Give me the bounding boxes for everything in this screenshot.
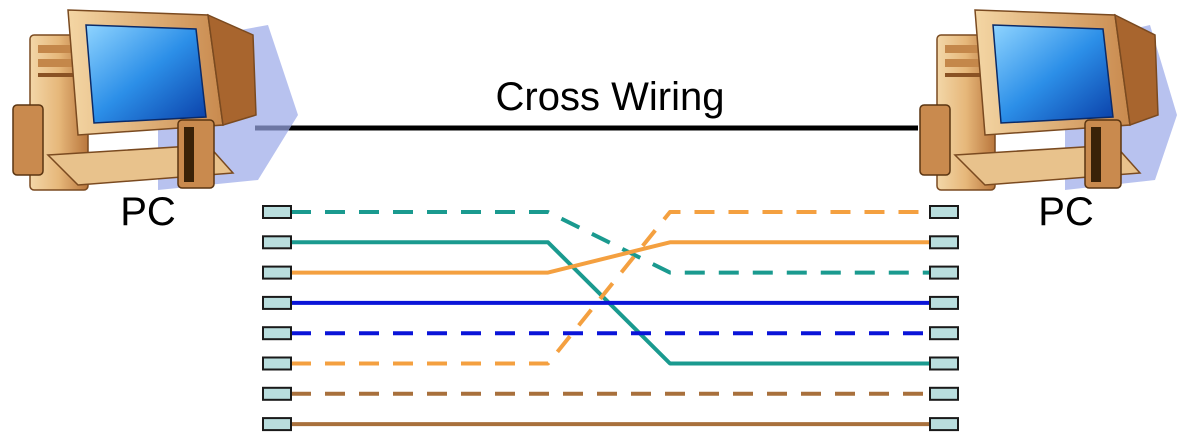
left-pin-3 (262, 265, 292, 280)
wire-orange-dashed (291, 210, 930, 366)
left-pin-2 (262, 235, 292, 250)
left-pin-1 (262, 205, 292, 219)
right-pin-1 (929, 205, 959, 219)
right-pin-8 (929, 417, 959, 432)
wire-group (291, 210, 930, 427)
right-pin-5 (929, 326, 959, 341)
right-pin-6 (929, 356, 959, 371)
diagram-title: Cross Wiring (496, 75, 725, 119)
right-connector-pins (929, 205, 959, 432)
desktop-computer-icon (12, 9, 298, 191)
right-pc-label: PC (1038, 190, 1094, 234)
right-pin-7 (929, 386, 959, 401)
left-pin-4 (262, 295, 292, 310)
wire-teal-dashed (291, 210, 930, 275)
right-pin-2 (929, 235, 959, 250)
left-pc-label: PC (120, 190, 176, 234)
left-pin-8 (262, 417, 292, 432)
left-connector-pins (262, 205, 292, 432)
left-pin-7 (262, 386, 292, 401)
left-pin-6 (262, 356, 292, 371)
left-pin-5 (262, 326, 292, 341)
right-pin-3 (929, 265, 959, 280)
desktop-computer-icon (919, 9, 1177, 191)
right-pin-4 (929, 295, 959, 310)
wire-orange-solid (291, 240, 930, 275)
